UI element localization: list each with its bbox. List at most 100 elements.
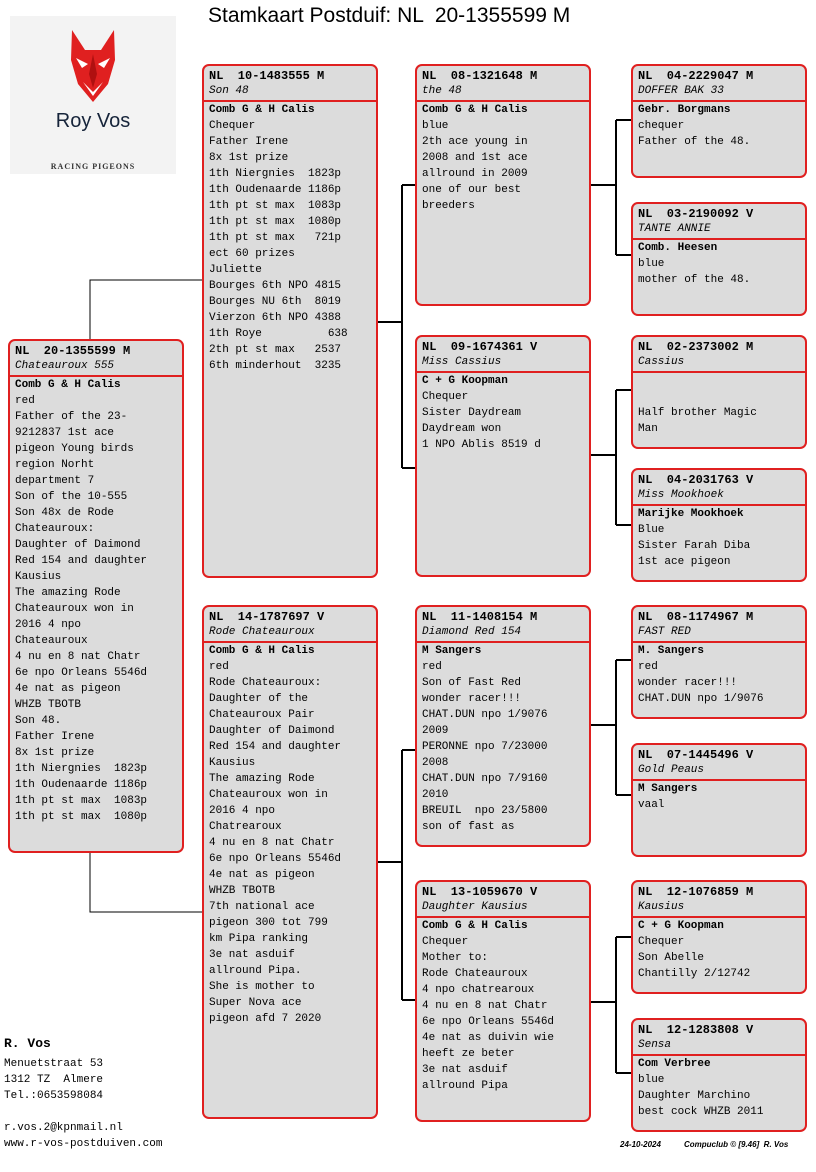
info-line: CHAT.DUN npo 1/9076 (422, 709, 548, 721)
info-line: 7th national ace (209, 901, 315, 913)
info-line: Chateauroux (15, 635, 88, 647)
info-line: Father Irene (15, 731, 95, 743)
info-line: department 7 (15, 475, 95, 487)
info-line: 8x 1st prize (15, 747, 95, 759)
info-line: Son Abelle (638, 952, 705, 964)
info-line: 4e nat as duivin wie (422, 1032, 555, 1044)
owner-email[interactable]: r.vos.2@kpnmail.nl (4, 1122, 123, 1134)
ring-number: NL 14-1787697 V (209, 610, 325, 624)
pigeon-name: Miss Cassius (417, 355, 589, 373)
info-line: Chateauroux won in (209, 789, 328, 801)
info-line: 4e nat as pigeon (209, 869, 315, 881)
info-line: 4 npo chatrearoux (422, 984, 535, 996)
info-line: wonder racer!!! (638, 677, 738, 689)
info-line: pigeon afd 7 2020 (209, 1013, 322, 1025)
logo-name: Roy Vos (55, 110, 131, 132)
info-line: 8x 1st prize (209, 152, 289, 164)
breeder-line: M Sangers (422, 645, 482, 657)
ring-number: NL 10-1483555 M (209, 69, 325, 83)
info-line: Sister Daydream (422, 407, 522, 419)
info-line: Blue (638, 524, 665, 536)
ring-number: NL 08-1321648 M (422, 69, 538, 83)
info-line: 3e nat asduif (422, 1064, 508, 1076)
info-line: pigeon Young birds (15, 443, 134, 455)
info-line: ect 60 prizes (209, 248, 295, 260)
info-line: best cock WHZB 2011 (638, 1106, 764, 1118)
breeder-line: Comb G & H Calis (422, 920, 528, 932)
info-line: one of our best (422, 184, 522, 196)
info-line: vaal (638, 799, 665, 811)
info-line: Super Nova ace (209, 997, 302, 1009)
info-line: Red 154 and daughter (209, 741, 342, 753)
info-line: 2009 (422, 725, 449, 737)
info-line: blue (638, 1074, 665, 1086)
info-line: WHZB TBOTB (15, 699, 82, 711)
info-line: Chequer (422, 391, 469, 403)
info-line: wonder racer!!! (422, 693, 522, 705)
pigeon-name: Diamond Red 154 (417, 625, 589, 643)
info-line: mother of the 48. (638, 274, 751, 286)
info-line: Father Irene (209, 136, 289, 148)
info-line: Daydream won (422, 423, 502, 435)
ring-number: NL 11-1408154 M (422, 610, 538, 624)
owner-phone: Tel.:0653598084 (4, 1090, 104, 1102)
info-line: Bourges 6th NPO 4815 (209, 280, 342, 292)
breeder-line: C + G Koopman (638, 920, 724, 932)
info-line: red (15, 395, 35, 407)
info-line: Daughter of Daimond (15, 539, 141, 551)
info-line: 4 nu en 8 nat Chatr (15, 651, 141, 663)
ring-number: NL 04-2031763 V (638, 473, 754, 487)
info-line: 6th minderhout 3235 (209, 360, 342, 372)
info-line: 1th Roye 638 (209, 328, 348, 340)
breeder-line: C + G Koopman (422, 375, 508, 387)
info-line: 4e nat as pigeon (15, 683, 121, 695)
info-line: 2016 4 npo (209, 805, 276, 817)
owner-website[interactable]: www.r-vos-postduiven.com (4, 1138, 163, 1150)
info-line (633, 389, 805, 405)
info-line: 1th pt st max 1080p (209, 216, 342, 228)
info-line: 1th Niergnies 1823p (209, 168, 342, 180)
info-line: allround Pipa. (209, 965, 302, 977)
breeder-line: Marijke Mookhoek (638, 508, 744, 520)
info-line: 1st ace pigeon (638, 556, 731, 568)
owner-name: R. Vos (4, 1036, 51, 1051)
info-line: Chateauroux won in (15, 603, 134, 615)
ring-number: NL 13-1059670 V (422, 885, 538, 899)
ring-number: NL 20-1355599 M (15, 344, 131, 358)
pigeon-name: Chateauroux 555 (10, 359, 182, 377)
breeder-line: Comb G & H Calis (209, 645, 315, 657)
info-line: red (638, 661, 658, 673)
info-line: Chateauroux: (15, 523, 95, 535)
info-line: 2008 and 1st ace (422, 152, 528, 164)
info-line: 1th Oudenaarde 1186p (209, 184, 342, 196)
info-line: Son 48x de Rode (15, 507, 115, 519)
breeder-line (633, 373, 805, 389)
info-line: km Pipa ranking (209, 933, 309, 945)
info-line: CHAT.DUN npo 1/9076 (638, 693, 764, 705)
breeder-line: Comb. Heesen (638, 242, 718, 254)
info-line: Chateauroux Pair (209, 709, 315, 721)
info-line: 6e npo Orleans 5546d (422, 1016, 555, 1028)
ring-number: NL 09-1674361 V (422, 340, 538, 354)
info-line: breeders (422, 200, 475, 212)
info-line: 2th pt st max 2537 (209, 344, 342, 356)
info-line: 2016 4 npo (15, 619, 82, 631)
info-line: 4 nu en 8 nat Chatr (209, 837, 335, 849)
info-line: 2010 (422, 789, 449, 801)
info-line: blue (638, 258, 665, 270)
ring-number: NL 12-1283808 V (638, 1023, 754, 1037)
info-line: Red 154 and daughter (15, 555, 148, 567)
info-line: Daughter of Daimond (209, 725, 335, 737)
info-line: Kausius (15, 571, 62, 583)
info-line: 2th ace young in (422, 136, 528, 148)
info-line: The amazing Rode (15, 587, 121, 599)
info-line: Man (638, 423, 658, 435)
